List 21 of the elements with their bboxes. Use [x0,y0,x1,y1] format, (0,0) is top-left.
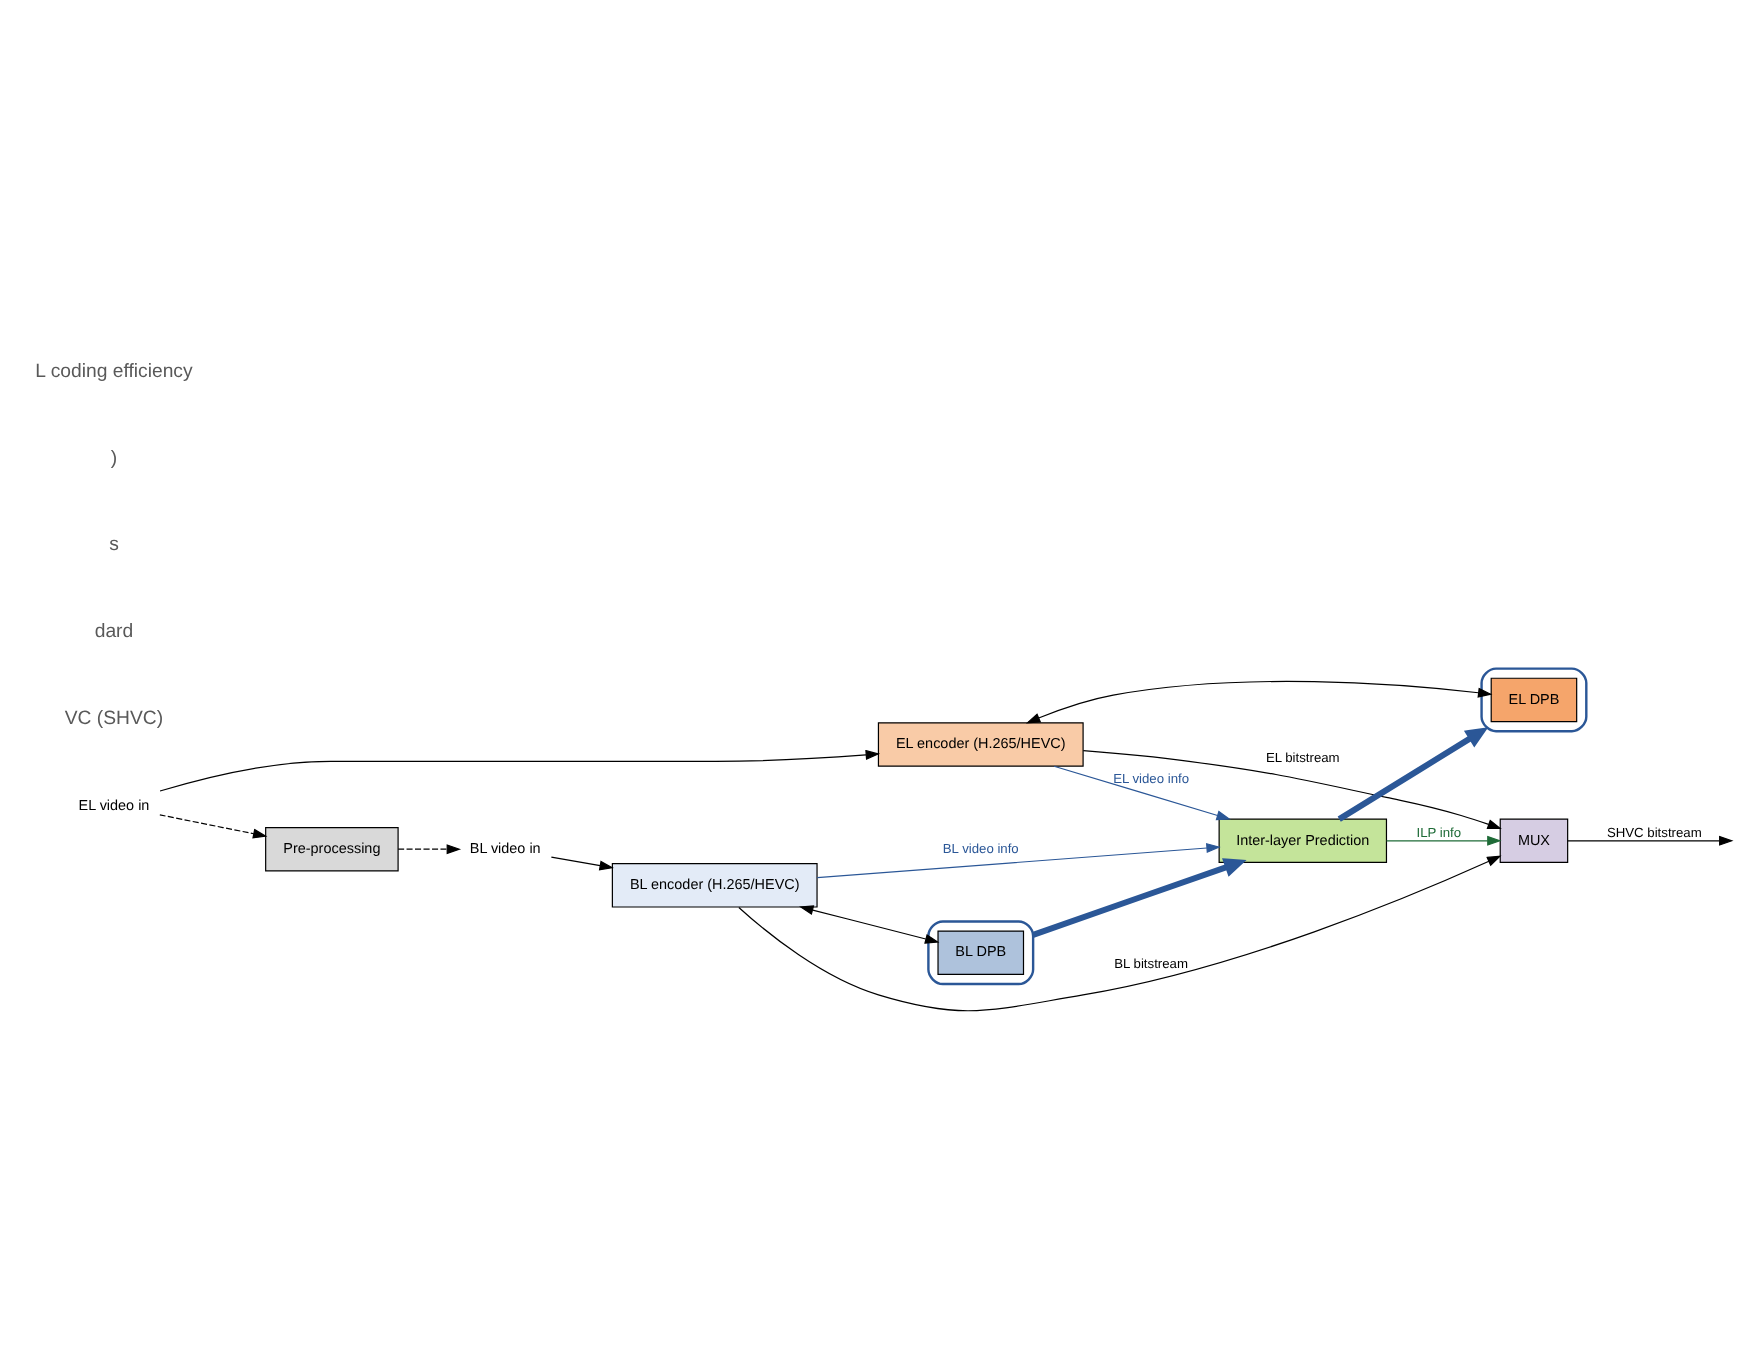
label: s [108,534,118,557]
cluster [926,920,1034,986]
arrow [158,749,880,792]
arrow [737,855,1501,1012]
arrow [815,843,1220,879]
arrow [396,844,461,855]
arrow [549,856,613,871]
label: VC (SHVC) [63,707,163,730]
arrow [1566,835,1733,846]
arrow [1081,750,1501,830]
arrow [158,814,267,839]
arrow [1385,835,1501,846]
arrow [1052,765,1230,821]
arrow [1336,727,1488,822]
label: L coding efficiency [34,361,192,384]
arrow [1024,680,1492,724]
label: ) [109,447,117,470]
arrow [798,905,939,944]
cluster [1479,667,1587,733]
label: dard [93,621,133,644]
arrow [1031,858,1246,938]
